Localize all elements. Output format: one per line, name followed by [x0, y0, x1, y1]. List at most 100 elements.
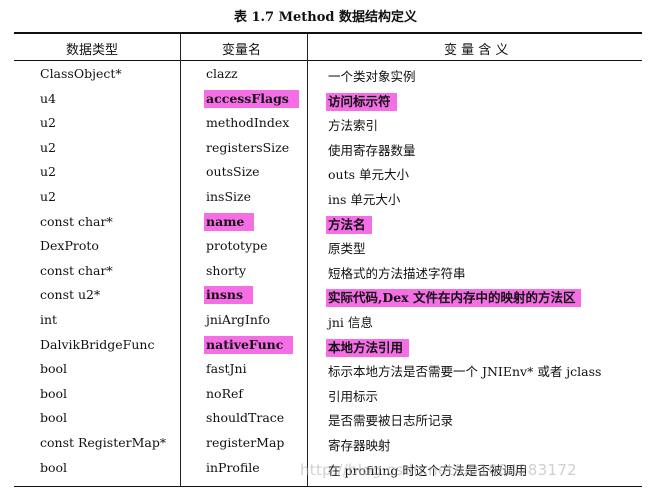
header-data-type: 数据类型 [66, 43, 119, 58]
cell-variable-meaning: outs 单元大小 [328, 164, 409, 183]
cell-variable-name: fastJni [206, 361, 247, 376]
table-row: ClassObject* clazz 一个类对象实例 [14, 62, 642, 87]
cell-data-type: const char* [40, 262, 113, 278]
column-divider [180, 33, 181, 487]
cell-variable-name: registerMap [206, 435, 284, 450]
variable-name-text: insSize [206, 188, 252, 204]
header-variable-meaning: 变 量 含 义 [444, 43, 509, 58]
cell-data-type: u2 [40, 188, 57, 204]
cell-variable-meaning: ins 单元大小 [328, 189, 400, 208]
cell-variable-meaning: 方法名 [326, 214, 372, 234]
cell-variable-meaning: 一个类对象实例 [328, 66, 416, 85]
table-row: const char* name 方法名 [14, 210, 642, 235]
variable-name-text: outsSize [206, 164, 260, 180]
variable-meaning-text: 方法名 [326, 215, 372, 234]
table-row: u2 outsSize outs 单元大小 [14, 160, 642, 185]
variable-name-text: accessFlags [204, 89, 299, 108]
variable-meaning-text: outs 单元大小 [328, 167, 409, 183]
cell-data-type: const char* [40, 213, 113, 229]
table-row: int jniArgInfo jni 信息 [14, 308, 642, 333]
variable-name-text: prototype [206, 238, 268, 254]
cell-data-type: bool [40, 410, 68, 426]
variable-meaning-text: 短格式的方法描述字符串 [328, 265, 466, 281]
cell-variable-meaning: 标示本地方法是否需要一个 JNIEnv* 或者 jclass [328, 361, 601, 380]
variable-meaning-text: 是否需要被日志所记录 [328, 413, 454, 429]
variable-meaning-text: 访问标示符 [326, 92, 397, 111]
cell-data-type: u2 [40, 164, 57, 180]
table-top-rule [14, 32, 642, 34]
table-caption: 表 1.7 Method 数据结构定义 [233, 10, 418, 25]
table-row: DexProto prototype 原类型 [14, 234, 642, 259]
cell-variable-name: noRef [206, 386, 243, 401]
variable-meaning-text: 原类型 [328, 241, 366, 257]
cell-variable-name: prototype [206, 238, 268, 253]
cell-variable-meaning: 实际代码,Dex 文件在内存中的映射的方法区 [326, 287, 582, 308]
table-header-rule [14, 60, 642, 61]
variable-name-text: registersSize [206, 139, 290, 155]
cell-data-type: u4 [40, 90, 57, 106]
table-body: ClassObject* clazz 一个类对象实例 u4 accessFlags 访问标… [14, 62, 642, 480]
variable-meaning-text: 一个类对象实例 [328, 69, 416, 84]
cell-data-type: ClassObject* [40, 66, 122, 81]
table-bottom-rule [14, 486, 642, 487]
cell-data-type: u2 [40, 139, 57, 155]
cell-data-type: int [40, 311, 58, 327]
header-variable-name: 变量名 [222, 43, 262, 58]
cell-variable-meaning: 本地方法引用 [326, 337, 410, 357]
table-row: u2 registersSize 使用寄存器数量 [14, 136, 642, 161]
variable-meaning-text: jni 信息 [328, 314, 373, 330]
variable-meaning-text: 实际代码,Dex 文件在内存中的映射的方法区 [326, 289, 582, 308]
table-row: bool inProfile 在 profiling 时这个方法是否被调用 [14, 456, 642, 481]
cell-variable-name: insSize [206, 189, 251, 204]
variable-name-text: jniArgInfo [206, 311, 271, 327]
column-divider [307, 33, 308, 487]
cell-variable-meaning: 访问标示符 [326, 91, 397, 111]
cell-variable-meaning: jni 信息 [328, 312, 373, 331]
cell-variable-name: accessFlags [204, 89, 299, 108]
cell-variable-name: name [204, 212, 255, 231]
table-row: bool noRef 引用标示 [14, 382, 642, 407]
variable-meaning-text: 寄存器映射 [328, 437, 391, 453]
cell-variable-name: inProfile [206, 460, 260, 475]
cell-data-type: const u2* [40, 287, 101, 303]
cell-variable-meaning: 原类型 [328, 238, 366, 257]
variable-name-text: fastJni [206, 361, 247, 377]
cell-data-type: DexProto [40, 238, 99, 254]
variable-name-text: noRef [206, 385, 244, 401]
variable-name-text: registerMap [206, 434, 285, 450]
cell-variable-name: clazz [206, 66, 238, 81]
cell-variable-name: registersSize [206, 140, 289, 155]
cell-variable-meaning: 方法索引 [328, 115, 378, 134]
table-row: const char* shorty 短格式的方法描述字符串 [14, 259, 642, 284]
variable-name-text: clazz [206, 66, 238, 81]
watermark: http://blog.csdn.net/u01084283172 [300, 461, 578, 479]
cell-variable-meaning: 寄存器映射 [328, 435, 391, 454]
variable-name-text: inProfile [206, 459, 260, 475]
variable-name-text: shouldTrace [206, 410, 285, 426]
cell-data-type: bool [40, 459, 68, 475]
variable-meaning-text: 方法索引 [328, 118, 379, 134]
variable-meaning-text: 引用标示 [328, 388, 379, 404]
cell-variable-meaning: 引用标示 [328, 386, 378, 405]
cell-variable-name: shouldTrace [206, 410, 284, 425]
variable-name-text: name [204, 212, 255, 231]
variable-meaning-text: 在 profiling 时这个方法是否被调用 [328, 462, 528, 478]
cell-variable-meaning: 在 profiling 时这个方法是否被调用 [328, 460, 527, 479]
cell-variable-meaning: 是否需要被日志所记录 [328, 410, 453, 429]
cell-data-type: DalvikBridgeFunc [40, 336, 155, 352]
cell-variable-meaning: 使用寄存器数量 [328, 140, 416, 159]
cell-data-type: bool [40, 385, 68, 401]
cell-variable-name: insns [204, 286, 253, 305]
table-row: const u2* insns 实际代码,Dex 文件在内存中的映射的方法区 [14, 283, 642, 308]
cell-variable-name: outsSize [206, 164, 260, 179]
variable-name-text: methodIndex [206, 115, 290, 131]
cell-variable-name: shorty [206, 263, 246, 278]
variable-meaning-text: ins 单元大小 [328, 191, 401, 207]
table-row: u4 accessFlags 访问标示符 [14, 87, 642, 112]
table-row: bool shouldTrace 是否需要被日志所记录 [14, 406, 642, 431]
cell-variable-name: methodIndex [206, 115, 289, 130]
